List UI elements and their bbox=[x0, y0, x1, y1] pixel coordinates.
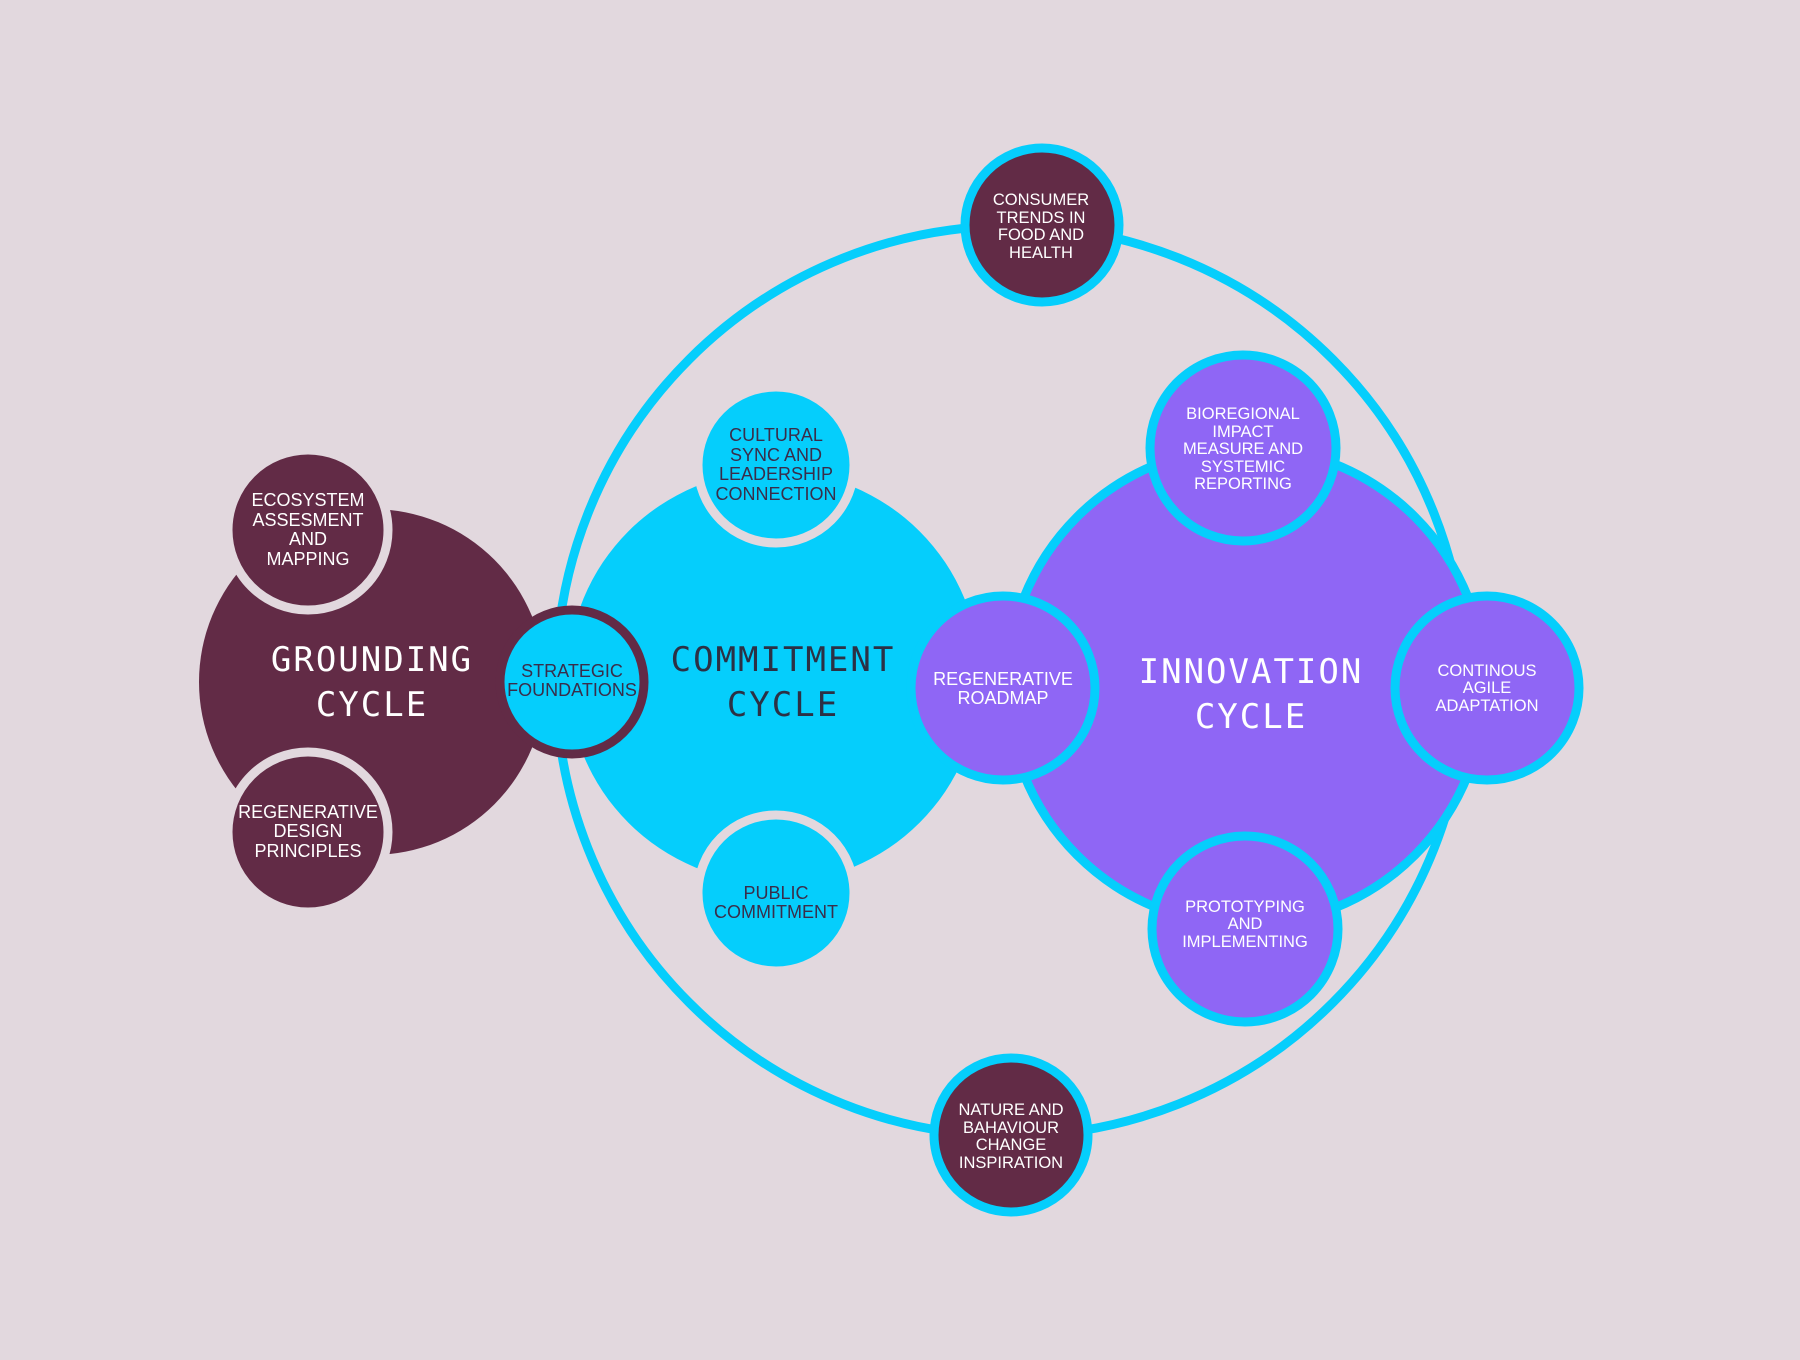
consumer-label: CONSUMER TRENDS IN FOOD AND HEALTH bbox=[992, 191, 1090, 262]
public-commitment-node bbox=[693, 810, 859, 976]
prototyping-label: PROTOTYPING AND IMPLEMENTING bbox=[1182, 897, 1308, 951]
roadmap-label: REGENERATIVE ROADMAP bbox=[933, 668, 1073, 708]
nature-node bbox=[929, 1053, 1093, 1217]
consumer-node bbox=[960, 143, 1124, 307]
continous-node bbox=[1390, 591, 1584, 785]
bioregional-node bbox=[1145, 350, 1341, 546]
innovation-cycle-title: INNOVATION CYCLE bbox=[1138, 652, 1364, 737]
cultural-sync-node bbox=[693, 382, 859, 548]
strategic-foundations-label: STRATEGIC FOUNDATIONS bbox=[507, 660, 637, 700]
nature-label: NATURE AND BAHAVIOUR CHANGE INSPIRATION bbox=[958, 1101, 1064, 1172]
roadmap-node bbox=[906, 591, 1100, 785]
design-principles-node bbox=[223, 747, 393, 917]
continous-label: CONTINOUS AGILE ADAPTATION bbox=[1435, 661, 1539, 715]
strategic-foundations-node bbox=[495, 605, 649, 759]
prototyping-node bbox=[1147, 831, 1343, 1027]
commitment-cycle-title: COMMITMENT CYCLE bbox=[670, 640, 896, 725]
design-principles-label: REGENERATIVE DESIGN PRINCIPLES bbox=[238, 801, 378, 861]
cultural-sync-label: CULTURAL SYNC AND LEADERSHIP CONNECTION bbox=[715, 425, 837, 504]
grounding-cycle-title: GROUNDING CYCLE bbox=[270, 640, 474, 725]
ecosystem-label: ECOSYSTEM ASSESMENT AND MAPPING bbox=[251, 490, 365, 569]
public-commitment-label: PUBLIC COMMITMENT bbox=[714, 882, 838, 922]
bioregional-label: BIOREGIONAL IMPACT MEASURE AND SYSTEMIC … bbox=[1182, 405, 1304, 494]
ecosystem-node bbox=[223, 445, 393, 615]
commitment-cycle-body bbox=[568, 471, 980, 883]
